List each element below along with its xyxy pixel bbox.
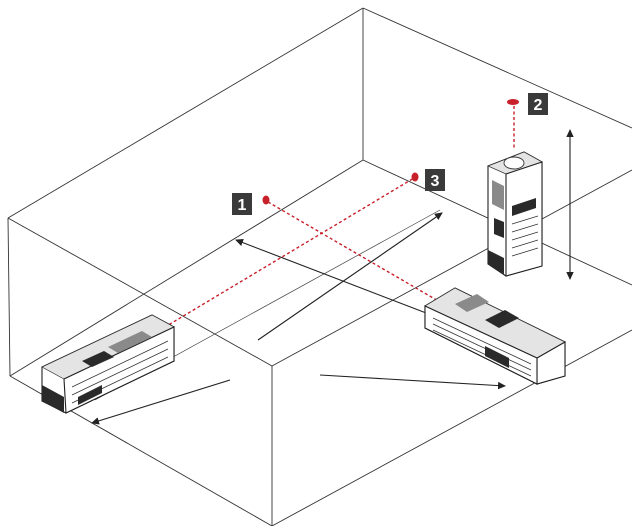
badge-1: 1 (232, 193, 252, 215)
room-edge-front-top (7, 217, 273, 367)
laser-distance-meter-icon (41, 314, 175, 414)
room-edge-left-vertical (7, 217, 11, 377)
dimension-arrow-icon (91, 379, 231, 425)
laser-beam-1 (267, 201, 441, 303)
badge-1-label: 1 (238, 197, 247, 214)
laser-dot-icon (411, 172, 419, 182)
badge-3-label: 3 (431, 173, 440, 190)
laser-beam-3 (154, 177, 415, 334)
dimension-arrow-icon (257, 212, 443, 341)
laser-dot-icon (507, 99, 519, 105)
badge-3: 3 (425, 169, 445, 191)
room-edge-front-right-floor (271, 329, 632, 526)
laser-distance-meter-icon (424, 287, 566, 385)
badge-2: 2 (528, 93, 548, 115)
room-edge-back-left-top (7, 7, 364, 219)
dimension-arrows (91, 129, 574, 425)
room-edge-back-left-floor (9, 159, 364, 377)
room-edge-back-right-top (362, 7, 632, 129)
laser-dots (262, 99, 519, 205)
laser-dot-icon (262, 195, 270, 205)
laser-beams (154, 106, 515, 334)
room-edge-front-right-top (271, 169, 632, 367)
dimension-arrow-icon (235, 239, 461, 327)
dimension-arrow-icon (319, 374, 506, 390)
badge-2-label: 2 (534, 97, 543, 114)
laser-distance-meter-icon (487, 151, 543, 277)
